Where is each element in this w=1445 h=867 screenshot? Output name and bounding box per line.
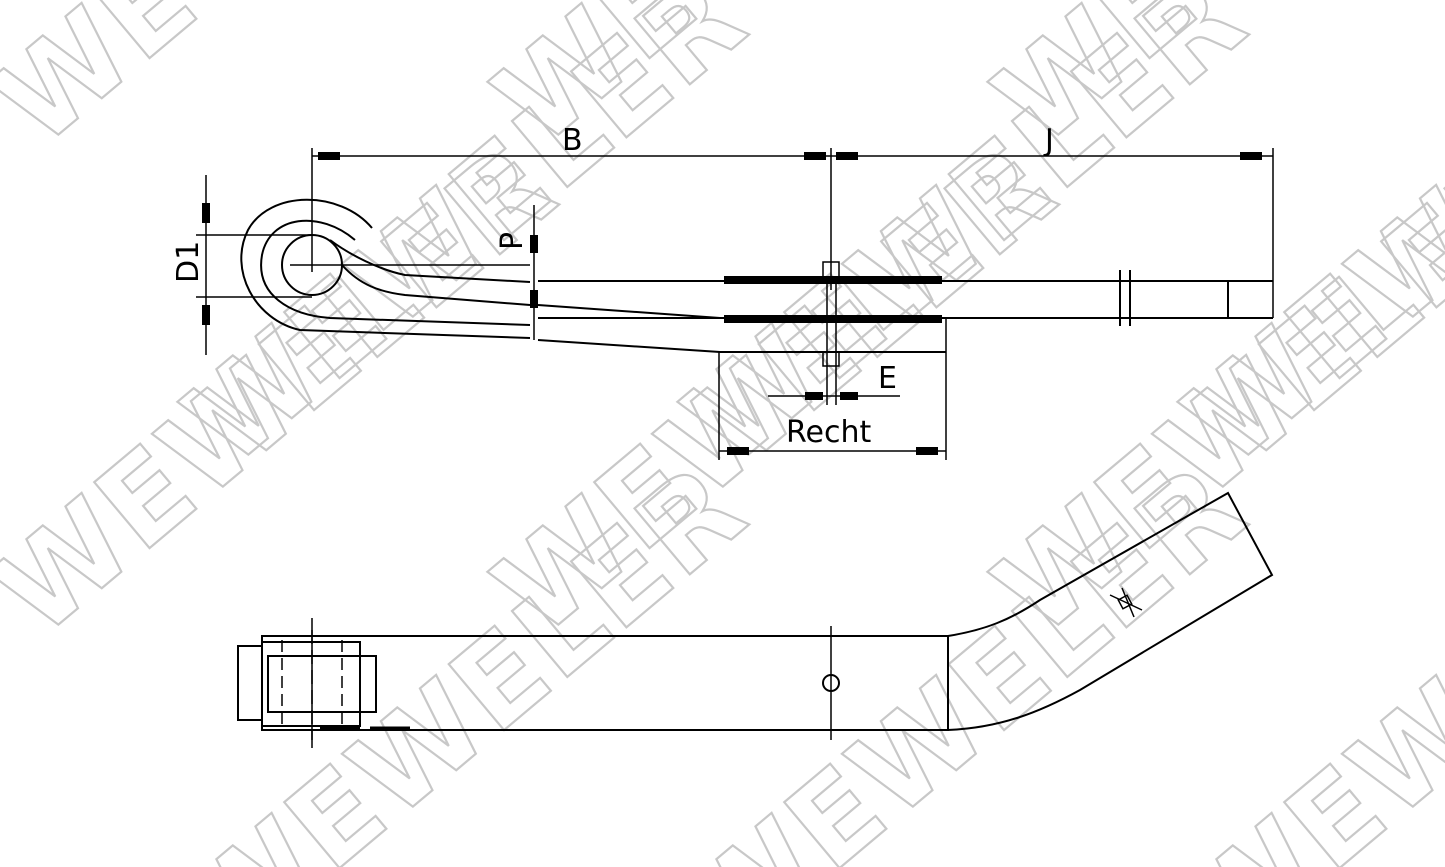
watermark-text: WEWELER <box>159 437 770 867</box>
side-view: B J D1 P <box>171 123 1274 460</box>
dim-label-recht: Recht <box>786 415 871 450</box>
dim-label-p: P <box>495 232 530 250</box>
watermark-text: WEWELER <box>659 437 1270 867</box>
dim-label-e: E <box>878 361 897 396</box>
dim-label-b: B <box>562 123 583 158</box>
top-view <box>237 491 1274 748</box>
center-mark-icon <box>1109 587 1143 618</box>
dim-label-d1: D1 <box>171 241 206 283</box>
dim-label-j: J <box>1043 123 1054 158</box>
